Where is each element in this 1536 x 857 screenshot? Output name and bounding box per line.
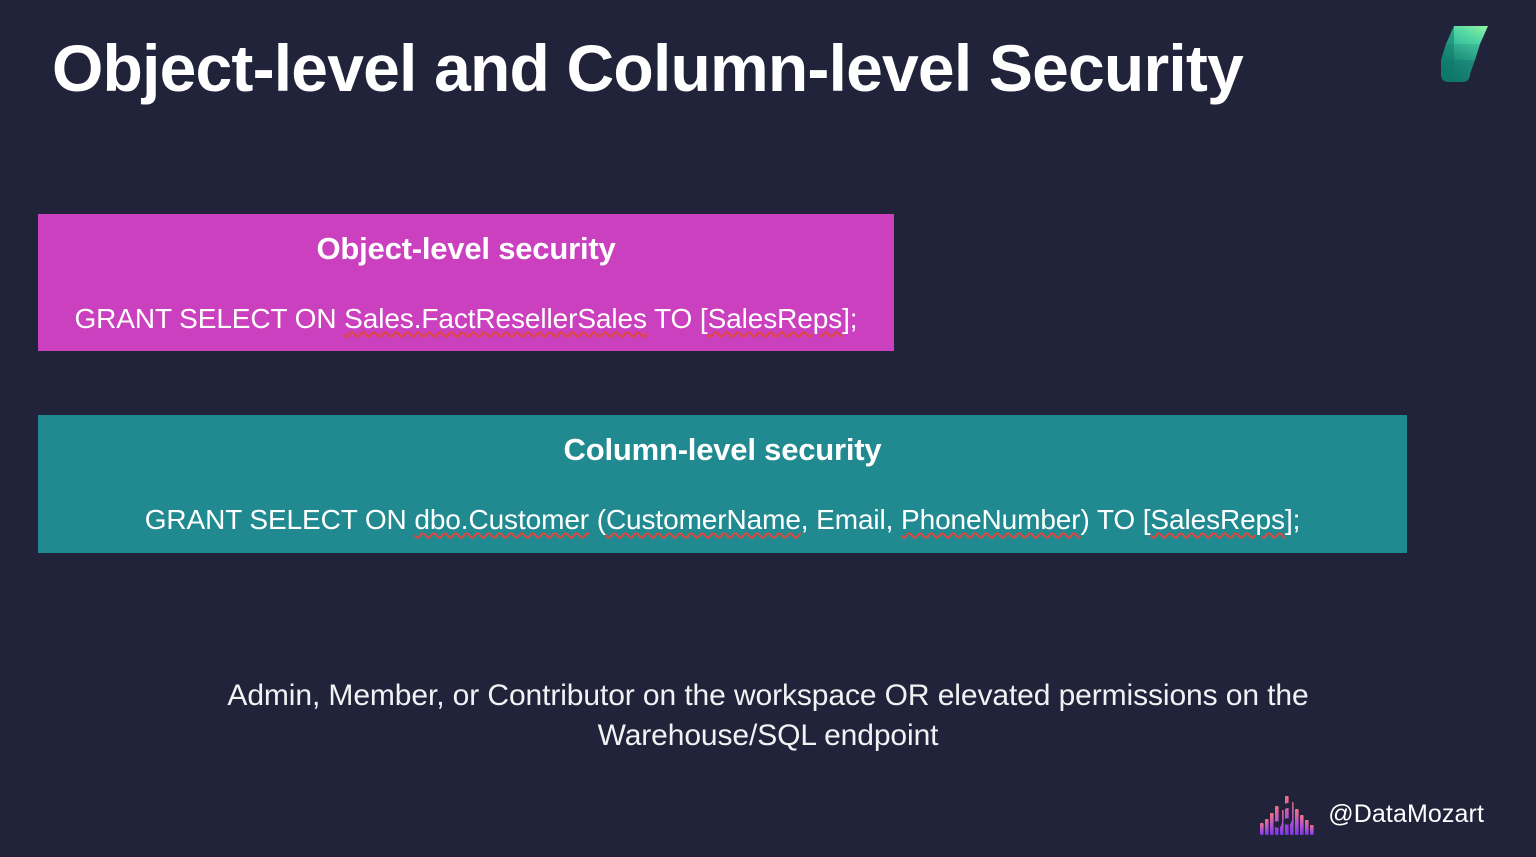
permissions-footnote: Admin, Member, or Contributor on the wor… [158, 676, 1378, 756]
sql-token-misspelled: SalesReps [707, 303, 843, 335]
footnote-line-1: Admin, Member, or Contributor on the wor… [227, 679, 1309, 712]
sql-token: , Email, [800, 504, 902, 536]
sql-token-misspelled: SalesReps [1150, 504, 1285, 536]
page-title: Object-level and Column-level Security [52, 31, 1244, 105]
author-handle: @DataMozart [1328, 799, 1484, 828]
callout-heading-object-level: Object-level security [316, 231, 616, 266]
callout-heading-column-level: Column-level security [563, 432, 882, 467]
microsoft-fabric-logo [1430, 18, 1494, 90]
footnote-line-2: Warehouse/SQL endpoint [597, 718, 939, 752]
sql-token: GRANT SELECT ON [74, 303, 345, 335]
sql-token-misspelled: Sales.FactResellerSales [344, 303, 647, 335]
sql-token-misspelled: PhoneNumber [901, 504, 1081, 536]
author-watermark: @DataMozart [1260, 793, 1484, 835]
sql-token: ]; [842, 303, 858, 335]
sql-token: ]; [1284, 504, 1301, 536]
datamozart-equalizer-icon [1260, 793, 1316, 835]
sql-token: ) TO [ [1080, 504, 1151, 536]
sql-token: ( [589, 504, 606, 536]
callout-column-level-security: Column-level security GRANT SELECT ON db… [38, 415, 1407, 553]
sql-statement-column-level: GRANT SELECT ON dbo.Customer (CustomerNa… [145, 502, 1301, 537]
sql-token: TO [ [646, 303, 708, 335]
sql-token-misspelled: CustomerName [605, 504, 801, 536]
sql-token: GRANT SELECT ON [144, 504, 415, 536]
callout-object-level-security: Object-level security GRANT SELECT ON Sa… [38, 214, 894, 351]
sql-token-misspelled: dbo.Customer [414, 504, 590, 536]
sql-statement-object-level: GRANT SELECT ON Sales.FactResellerSales … [75, 301, 858, 336]
